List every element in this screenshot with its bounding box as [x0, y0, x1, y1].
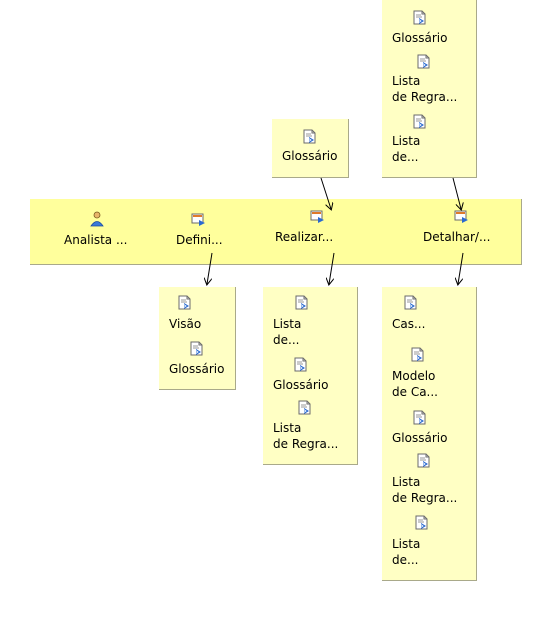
lane-item-label: Realizar... — [275, 230, 334, 244]
definir-output-box: Visão Glossário — [159, 287, 236, 390]
artifact-label: Glossário — [392, 431, 448, 445]
lane-item-label: Defini... — [176, 233, 223, 247]
detalhar-output-box: Cas... Modelo de Ca... Glossário Lista d… — [382, 287, 477, 581]
connector-arrow — [207, 252, 213, 284]
lane-item-label: Detalhar/... — [423, 230, 491, 244]
artifact-label: Glossário — [273, 378, 329, 392]
artifact-label: Lista de... — [392, 537, 421, 567]
realizar-input-box: Glossário — [272, 119, 349, 178]
connector-arrow — [452, 177, 461, 209]
artifact-label: Lista de Regra... — [273, 421, 339, 451]
role-icon — [90, 211, 104, 227]
realizar-output-box: Lista de... Glossário Lista de Regra... — [263, 287, 358, 465]
artifact-label: Lista de Regra... — [392, 74, 458, 104]
detalhar-input-box: Glossário Lista de Regra... Lista de... — [382, 0, 477, 178]
activity-lane: Analista ... Defini... Realizar... Detal… — [30, 199, 522, 265]
artifact-label: Visão — [169, 317, 202, 331]
connector-arrow — [329, 252, 335, 284]
lane-item-label: Analista ... — [64, 233, 128, 247]
artifact-label: Glossário — [392, 31, 448, 45]
artifact-label: Lista de Regra... — [392, 475, 458, 505]
artifact-label: Modelo de Ca... — [392, 369, 438, 399]
artifact-label: Cas... — [392, 317, 426, 331]
artifact-label: Glossário — [169, 362, 225, 376]
artifact-label: Glossário — [282, 149, 338, 163]
artifact-label: Lista de... — [392, 134, 421, 164]
connector-arrow — [320, 177, 331, 209]
connector-arrow — [458, 252, 464, 284]
artifact-label: Lista de... — [273, 317, 302, 347]
